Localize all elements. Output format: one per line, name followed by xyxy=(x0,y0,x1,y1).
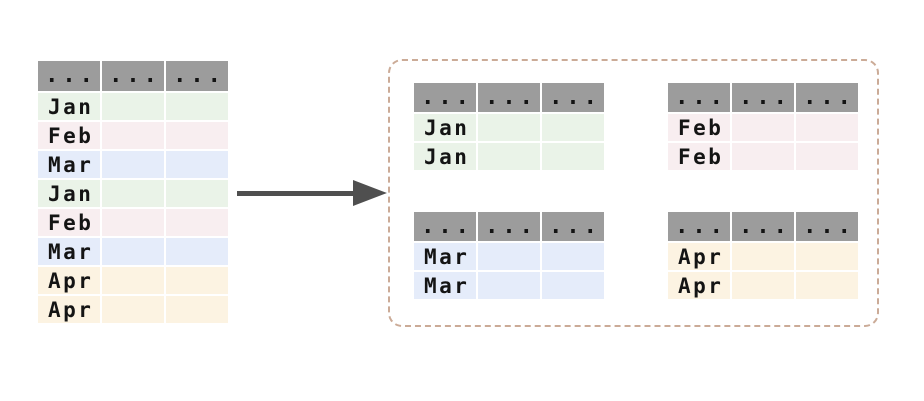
empty-cell xyxy=(102,267,164,294)
empty-cell xyxy=(796,243,858,270)
empty-cell xyxy=(478,243,540,270)
empty-cell xyxy=(102,238,164,265)
header-cell: ... xyxy=(102,61,164,91)
table-row: Apr xyxy=(668,272,858,299)
row-label-cell: Apr xyxy=(38,296,100,323)
empty-cell xyxy=(102,151,164,178)
group-table-jan: ... ... ... Jan Jan xyxy=(414,83,604,170)
table-row: Mar xyxy=(38,151,228,178)
header-cell: ... xyxy=(732,83,794,112)
header-cell: ... xyxy=(478,212,540,241)
group-table-mar: ... ... ... Mar Mar xyxy=(414,212,604,299)
empty-cell xyxy=(102,122,164,149)
header-cell: ... xyxy=(796,83,858,112)
row-label-cell: Mar xyxy=(38,151,100,178)
group-table-header-row: ... ... ... xyxy=(668,83,858,112)
group-table-feb: ... ... ... Feb Feb xyxy=(668,83,858,170)
row-label-cell: Apr xyxy=(668,272,730,299)
source-table: ... ... ... Jan Feb Mar Jan Feb xyxy=(38,61,228,323)
row-label-cell: Mar xyxy=(38,238,100,265)
header-cell: ... xyxy=(166,61,228,91)
row-label-cell: Mar xyxy=(414,243,476,270)
table-row: Jan xyxy=(38,93,228,120)
empty-cell xyxy=(542,243,604,270)
table-row: Apr xyxy=(38,267,228,294)
header-cell: ... xyxy=(38,61,100,91)
empty-cell xyxy=(102,93,164,120)
empty-cell xyxy=(796,143,858,170)
row-label-cell: Apr xyxy=(38,267,100,294)
header-cell: ... xyxy=(796,212,858,241)
empty-cell xyxy=(732,114,794,141)
row-label-cell: Jan xyxy=(414,143,476,170)
groups-panel xyxy=(388,59,879,327)
row-label-cell: Feb xyxy=(668,143,730,170)
table-row: Mar xyxy=(414,272,604,299)
group-table-header-row: ... ... ... xyxy=(414,83,604,112)
table-row: Jan xyxy=(414,143,604,170)
empty-cell xyxy=(732,243,794,270)
empty-cell xyxy=(542,114,604,141)
empty-cell xyxy=(102,296,164,323)
group-table-header-row: ... ... ... xyxy=(668,212,858,241)
table-row: Feb xyxy=(38,209,228,236)
table-row: Feb xyxy=(668,114,858,141)
table-row: Apr xyxy=(668,243,858,270)
empty-cell xyxy=(478,114,540,141)
empty-cell xyxy=(102,180,164,207)
header-cell: ... xyxy=(542,212,604,241)
empty-cell xyxy=(166,238,228,265)
header-cell: ... xyxy=(668,83,730,112)
header-cell: ... xyxy=(478,83,540,112)
empty-cell xyxy=(478,143,540,170)
row-label-cell: Jan xyxy=(38,93,100,120)
table-row: Apr xyxy=(38,296,228,323)
row-label-cell: Feb xyxy=(38,209,100,236)
empty-cell xyxy=(102,209,164,236)
empty-cell xyxy=(796,272,858,299)
table-row: Mar xyxy=(38,238,228,265)
source-table-header-row: ... ... ... xyxy=(38,61,228,91)
table-row: Feb xyxy=(668,143,858,170)
row-label-cell: Feb xyxy=(668,114,730,141)
table-row: Jan xyxy=(38,180,228,207)
empty-cell xyxy=(732,143,794,170)
split-arrow xyxy=(237,180,387,206)
header-cell: ... xyxy=(542,83,604,112)
row-label-cell: Mar xyxy=(414,272,476,299)
empty-cell xyxy=(166,180,228,207)
empty-cell xyxy=(542,272,604,299)
header-cell: ... xyxy=(414,83,476,112)
empty-cell xyxy=(166,122,228,149)
group-table-header-row: ... ... ... xyxy=(414,212,604,241)
table-row: Jan xyxy=(414,114,604,141)
empty-cell xyxy=(166,267,228,294)
group-table-apr: ... ... ... Apr Apr xyxy=(668,212,858,299)
header-cell: ... xyxy=(414,212,476,241)
empty-cell xyxy=(166,209,228,236)
row-label-cell: Feb xyxy=(38,122,100,149)
empty-cell xyxy=(732,272,794,299)
arrow-head-icon xyxy=(353,180,387,206)
header-cell: ... xyxy=(668,212,730,241)
row-label-cell: Jan xyxy=(414,114,476,141)
empty-cell xyxy=(796,114,858,141)
empty-cell xyxy=(542,143,604,170)
arrow-shaft xyxy=(237,190,359,196)
empty-cell xyxy=(166,93,228,120)
table-row: Feb xyxy=(38,122,228,149)
empty-cell xyxy=(166,296,228,323)
row-label-cell: Apr xyxy=(668,243,730,270)
row-label-cell: Jan xyxy=(38,180,100,207)
header-cell: ... xyxy=(732,212,794,241)
empty-cell xyxy=(478,272,540,299)
table-row: Mar xyxy=(414,243,604,270)
empty-cell xyxy=(166,151,228,178)
